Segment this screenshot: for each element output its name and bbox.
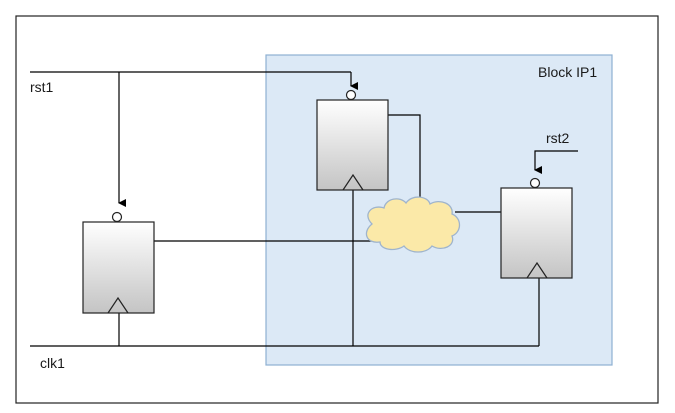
clk1-label: clk1 — [40, 355, 65, 371]
rst2-wire — [534, 150, 578, 174]
ff2-clock-icon — [342, 173, 364, 191]
ff3-reset-bubble — [529, 177, 541, 189]
logic-cloud-icon — [365, 196, 461, 253]
flip-flop-3 — [500, 177, 573, 279]
flip-flop-2 — [316, 89, 389, 191]
ff3-clock-icon — [526, 261, 548, 279]
ff1-clock-icon — [107, 296, 129, 314]
rst1-label: rst1 — [30, 79, 54, 95]
rst2-label: rst2 — [546, 130, 570, 146]
flip-flop-1 — [82, 211, 155, 314]
ff2-out-wire — [388, 114, 421, 206]
wires — [30, 71, 578, 347]
ff2-reset-bubble — [345, 89, 357, 101]
block-ip1-label: Block IP1 — [538, 64, 597, 80]
ff1-reset-bubble — [111, 211, 123, 223]
